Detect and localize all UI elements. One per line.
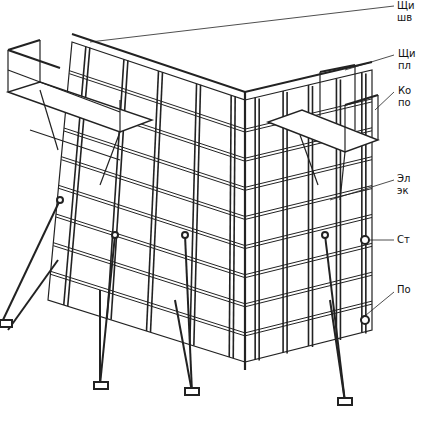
callout-label: по [397, 97, 412, 108]
stroke [233, 96, 235, 358]
callout-label: Щи [396, 0, 415, 11]
callout-label: Ст [396, 234, 411, 245]
stroke [111, 60, 128, 319]
formwork-panels [48, 34, 372, 370]
right-platform [268, 65, 378, 200]
stroke [229, 95, 231, 357]
callout-label: Ко [397, 85, 412, 96]
stroke [336, 78, 338, 339]
panel-studs [64, 47, 366, 361]
stroke [361, 72, 363, 332]
stroke [64, 47, 86, 305]
stroke [254, 98, 256, 360]
callout-label: Эл [396, 173, 411, 184]
callout-label: шв [396, 12, 413, 23]
callout-label: Щи [397, 48, 416, 59]
stroke [340, 79, 342, 340]
stroke [68, 48, 90, 306]
push-pull-props [0, 197, 369, 405]
callout-label: По [396, 284, 412, 295]
callout-label: пл [397, 60, 412, 71]
stroke [194, 85, 201, 346]
stroke [282, 91, 284, 352]
stroke [258, 99, 260, 361]
callout-label: эк [396, 185, 410, 196]
stroke [365, 73, 367, 333]
left-platform [8, 40, 152, 185]
leader-lines [90, 6, 394, 320]
stroke [286, 92, 288, 353]
stroke [151, 72, 163, 332]
